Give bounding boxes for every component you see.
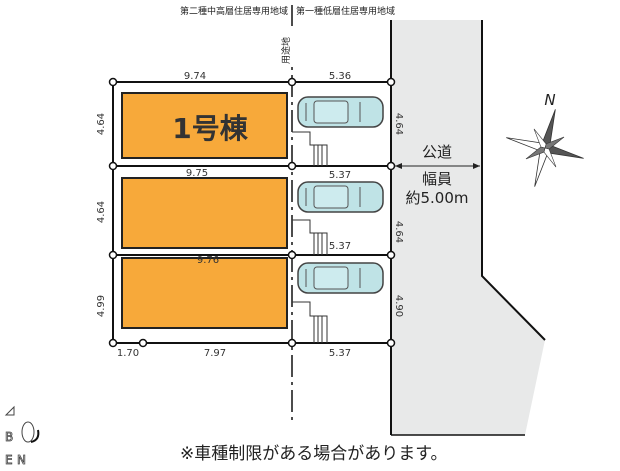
- dim-lot2-right: 4.64: [393, 221, 404, 243]
- zoning-boundary-label-bg: [282, 26, 302, 66]
- road-edge-line: [481, 20, 546, 341]
- house-2-footprint: [121, 177, 288, 249]
- dim-lot1-right: 4.64: [393, 113, 404, 135]
- logo-letter-n: N: [17, 453, 26, 467]
- dim-lot3-left: 4.99: [96, 295, 107, 317]
- dim-lot1-top: 9.74: [184, 71, 206, 82]
- dim-lot2-left: 4.64: [96, 201, 107, 223]
- dim-lot3-top: 9.76: [197, 255, 219, 266]
- road-width-arrowhead-right: [473, 163, 480, 169]
- road-width-label: 幅員: [422, 170, 452, 188]
- house-1-footprint: [121, 92, 288, 159]
- road-width-arrowhead-left: [395, 163, 402, 169]
- dim-lot2-top: 9.75: [186, 168, 208, 179]
- dim-lot3-parking-top: 5.37: [329, 241, 351, 252]
- dim-bottom-parking: 5.37: [329, 348, 351, 359]
- dim-lot1-parking-top: 5.36: [329, 71, 351, 82]
- house-3-footprint: [121, 257, 288, 329]
- company-logo: B E N: [5, 405, 40, 467]
- vehicle-restriction-note: ※車種制限がある場合があります。: [180, 444, 448, 464]
- dim-bottom-offset: 1.70: [117, 348, 139, 359]
- zoning-right-label: 第一種低層住居専用地域: [296, 5, 395, 17]
- survey-markers: [108, 77, 396, 348]
- lot-boundaries: [112, 20, 392, 435]
- logo-cat-icon: [21, 421, 35, 443]
- zoning-left-label: 第二種中高層住居専用地域: [180, 5, 288, 17]
- logo-letter-e: E: [5, 453, 13, 467]
- dim-lot1-left: 4.64: [96, 113, 107, 135]
- dim-bottom-main: 7.97: [204, 348, 226, 359]
- zoning-boundary-label: 用途地: [280, 37, 292, 64]
- dim-lot3-right: 4.90: [393, 295, 404, 317]
- dim-lot2-parking-top: 5.37: [329, 170, 351, 181]
- public-road-area: [391, 20, 545, 435]
- compass-north-label: N: [544, 91, 555, 109]
- compass-rose-icon: [506, 109, 584, 187]
- road-label: 公道: [422, 143, 452, 161]
- car-icon: [297, 96, 384, 128]
- logo-letter-b: B: [5, 430, 13, 444]
- house-1-label: 1号棟: [172, 112, 248, 145]
- entry-steps: [292, 131, 328, 343]
- road-width-value: 約5.00m: [405, 189, 468, 207]
- car-icon: [297, 262, 384, 294]
- car-icon: [297, 181, 384, 213]
